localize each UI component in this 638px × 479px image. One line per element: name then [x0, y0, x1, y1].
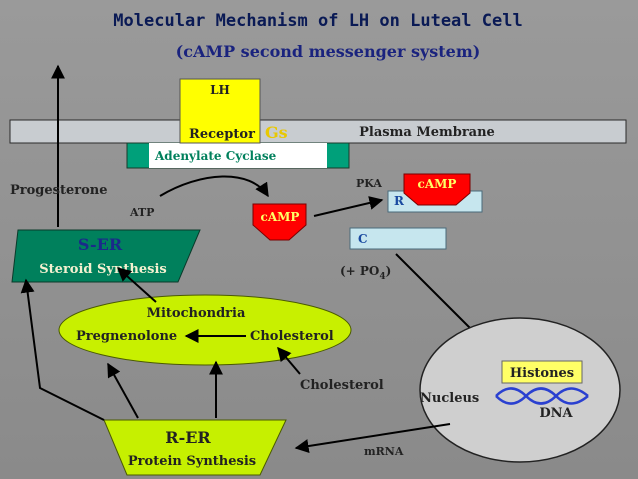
smooth-er-shape: [11, 229, 201, 283]
lh-receptor-box: [179, 78, 261, 144]
pregnenolone-label: Pregnenolone: [76, 329, 177, 344]
dna-helix: [495, 387, 589, 405]
atp-to-camp-arrow: [159, 175, 269, 198]
pka-label: PKA: [356, 177, 382, 190]
mrna-label: mRNA: [364, 445, 404, 458]
rer-to-mito-left-arrow: [107, 362, 139, 419]
lh-label: LH: [210, 83, 230, 97]
pka-catalytic-unit: [349, 227, 447, 250]
pka-camp-shape: [403, 173, 471, 206]
rer-subtitle: Protein Synthesis: [128, 454, 256, 469]
histones-box: [501, 360, 583, 384]
cholesterol-mito-label: Cholesterol: [250, 329, 334, 344]
camp-label: cAMP: [261, 210, 300, 224]
nucleus-label: Nucleus: [420, 391, 479, 406]
mrna-arrow: [294, 423, 451, 453]
camp-shape: [252, 203, 307, 241]
ser-title: S-ER: [78, 235, 123, 254]
progesterone-label: Progesterone: [10, 183, 108, 198]
atp-label: ATP: [129, 206, 154, 219]
mitochondria-label: Mitochondria: [147, 306, 246, 321]
adenylate-cyclase-label: Adenylate Cyclase: [154, 149, 277, 163]
plasma-membrane-bar: [9, 119, 627, 144]
histones-label: Histones: [510, 366, 574, 381]
ser-subtitle: Steroid Synthesis: [39, 262, 166, 277]
rer-title: R-ER: [165, 428, 211, 447]
pka-camp-label: cAMP: [418, 177, 457, 191]
phosphate-label: (+ PO4): [340, 264, 391, 282]
rer-to-ser-arrow: [20, 278, 105, 421]
diagram-title: Molecular Mechanism of LH on Luteal Cell: [113, 11, 522, 31]
cholesterol-label: Cholesterol: [300, 378, 384, 393]
adenylate-cyclase-inner: [149, 143, 327, 168]
cholesterol-to-mito-arrow: [277, 346, 301, 375]
dna-label: DNA: [539, 406, 573, 421]
c-unit-label: C: [358, 232, 368, 246]
camp-to-pka-arrow: [313, 196, 384, 217]
plasma-membrane-label: Plasma Membrane: [359, 125, 495, 140]
receptor-label: Receptor: [189, 127, 255, 142]
diagram-subtitle: (cAMP second messenger system): [176, 42, 481, 61]
mito-to-ser-arrow: [116, 267, 157, 303]
gs-label: Gs: [265, 123, 288, 142]
r-unit-label: R: [394, 194, 405, 208]
rough-er-shape: [103, 419, 287, 476]
